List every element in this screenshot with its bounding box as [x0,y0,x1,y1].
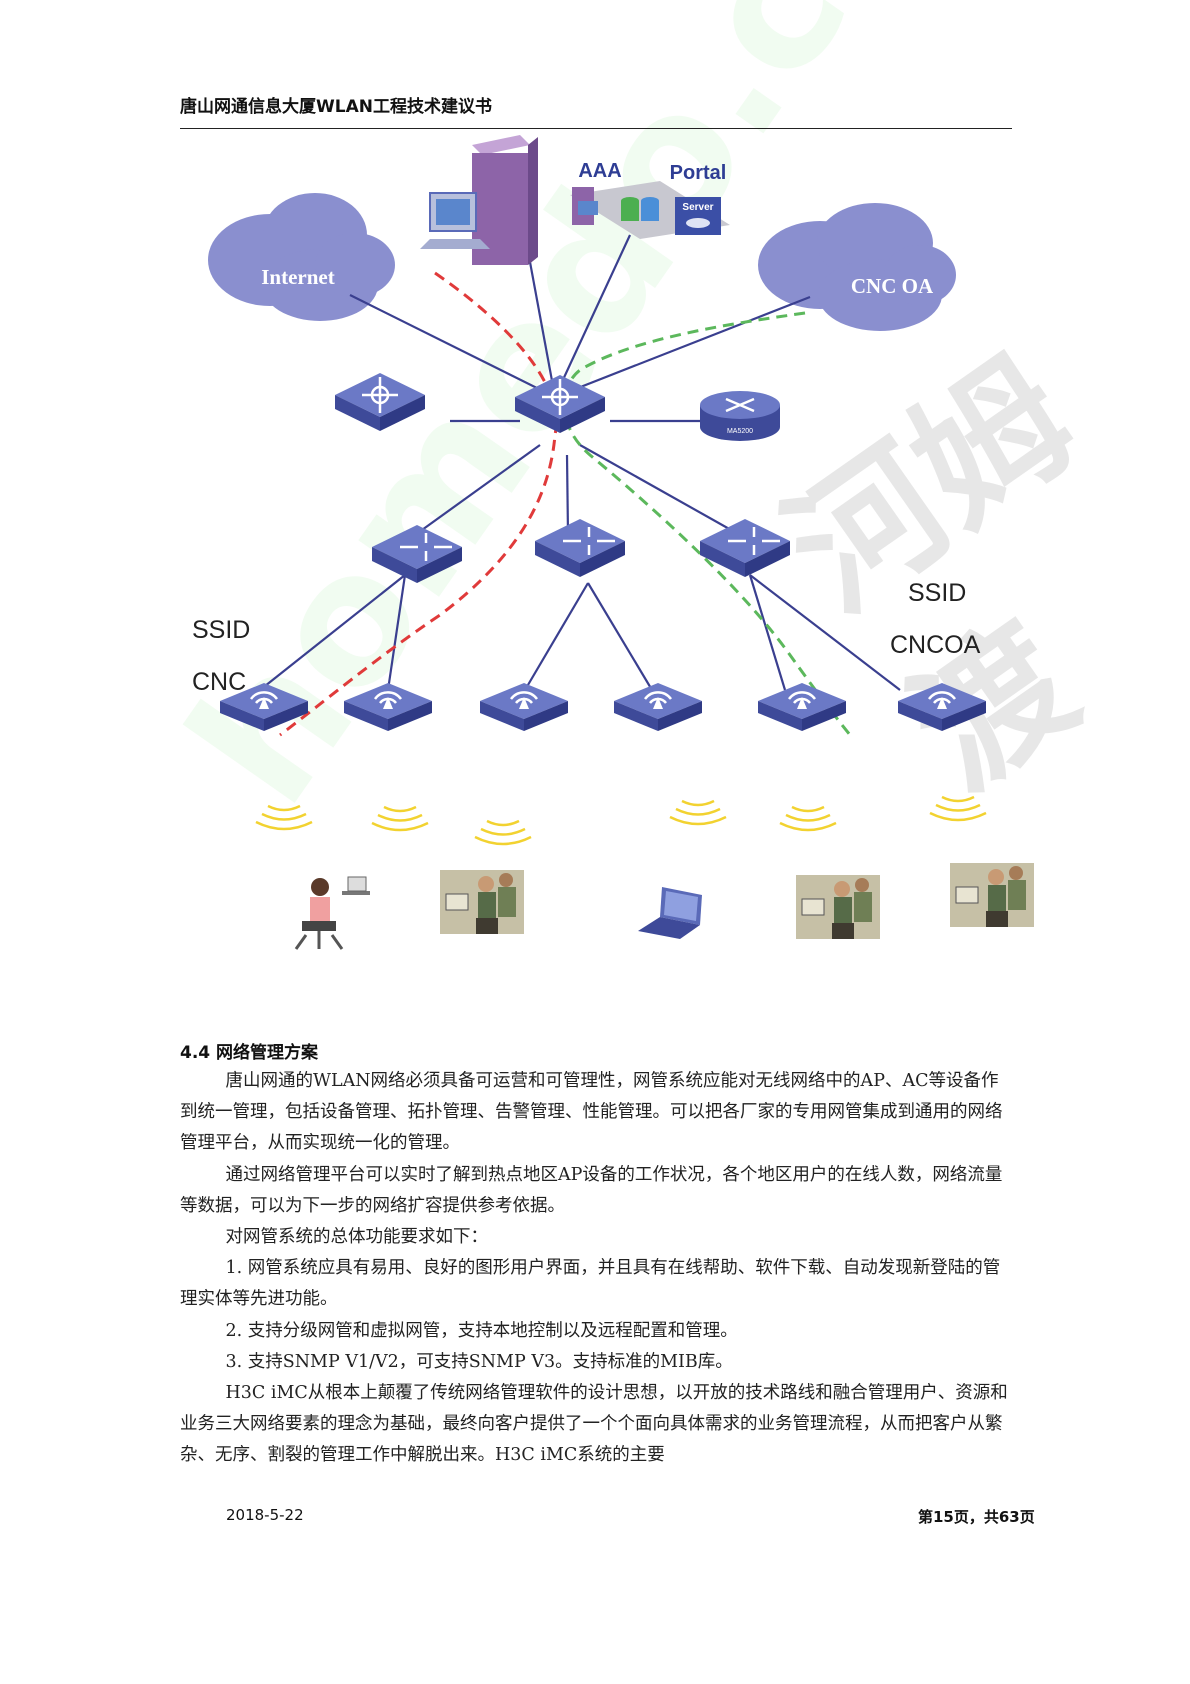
internet-cloud: Internet [208,193,395,321]
laptop-icon [638,887,702,939]
internet-label: Internet [261,265,334,289]
network-management-server [420,135,538,265]
cnc-oa-label: CNC OA [851,274,934,298]
wifi-signal-icon [668,799,728,826]
section-body: 唐山网通的WLAN网络必须具备可运营和可管理性，网管系统应能对无线网络中的AP、… [180,1066,1012,1472]
network-links [259,234,901,691]
access-point-6 [896,681,988,733]
paragraph: 唐山网通的WLAN网络必须具备可运营和可管理性，网管系统应能对无线网络中的AP、… [180,1071,1003,1154]
aaa-label: AAA [578,160,621,182]
internet-traffic-path [279,271,558,737]
users-group-icon [795,874,881,940]
wifi-signal-icon [473,819,533,846]
access-point-3 [478,681,570,733]
cnc-oa-cloud: CNC OA [758,203,956,331]
ssid-cncoa-label: SSID [908,579,966,607]
list-item: 3. 支持SNMP V1/V2，可支持SNMP V3。支持标准的MIB库。 [225,1351,733,1372]
paragraph: H3C iMC从根本上颠覆了传统网络管理软件的设计思想，以开放的技术路线和融合管… [180,1383,1008,1466]
ssid-cncoa-value: CNCOA [890,631,981,659]
ma5200-bras: MA5200 [700,391,780,441]
users-group-icon [949,862,1035,928]
wlan-network-diagram: Internet CNC OA [192,135,1035,950]
paragraph: 通过网络管理平台可以实时了解到热点地区AP设备的工作状况，各个地区用户的在线人数… [180,1164,1003,1216]
wifi-signal-icon [370,805,430,832]
footer-date: 2018-5-22 [226,1506,304,1524]
ssid-cnc-label: SSID [192,616,250,644]
users-group-icon [439,869,525,935]
access-point-5 [756,681,848,733]
access-switch-center [535,519,625,577]
user-at-desk-icon [294,876,370,950]
access-switch-right [700,519,790,577]
section-heading: 4.4 网络管理方案 [180,1043,319,1063]
wifi-signal-icon [928,795,988,822]
footer-page-number: 第15页，共63页 [918,1508,1035,1526]
access-switch-left [372,525,462,583]
core-router-left [335,373,425,431]
paragraph: 对网管系统的总体功能要求如下： [225,1227,489,1248]
ssid-cnc-value: CNC [192,668,246,696]
list-item: 2. 支持分级网管和虚拟网管，支持本地控制以及远程配置和管理。 [225,1320,738,1341]
cnc-oa-traffic-path [562,311,852,736]
wifi-signal-icon [778,805,838,832]
ma5200-label: MA5200 [727,428,753,435]
aaa-portal-servers: Server AAA Portal [570,160,730,239]
access-point-2 [342,681,434,733]
access-point-4 [612,681,704,733]
list-item: 1. 网管系统应具有易用、良好的图形用户界面，并且具有在线帮助、软件下载、自动发… [180,1258,1001,1310]
header-divider [180,128,1012,129]
core-router-center [515,375,605,433]
wifi-signal-icon [254,804,314,831]
server-label: Server [682,202,713,213]
document-header-title: 唐山网通信息大厦WLAN工程技术建议书 [180,97,492,117]
portal-label: Portal [670,162,727,184]
